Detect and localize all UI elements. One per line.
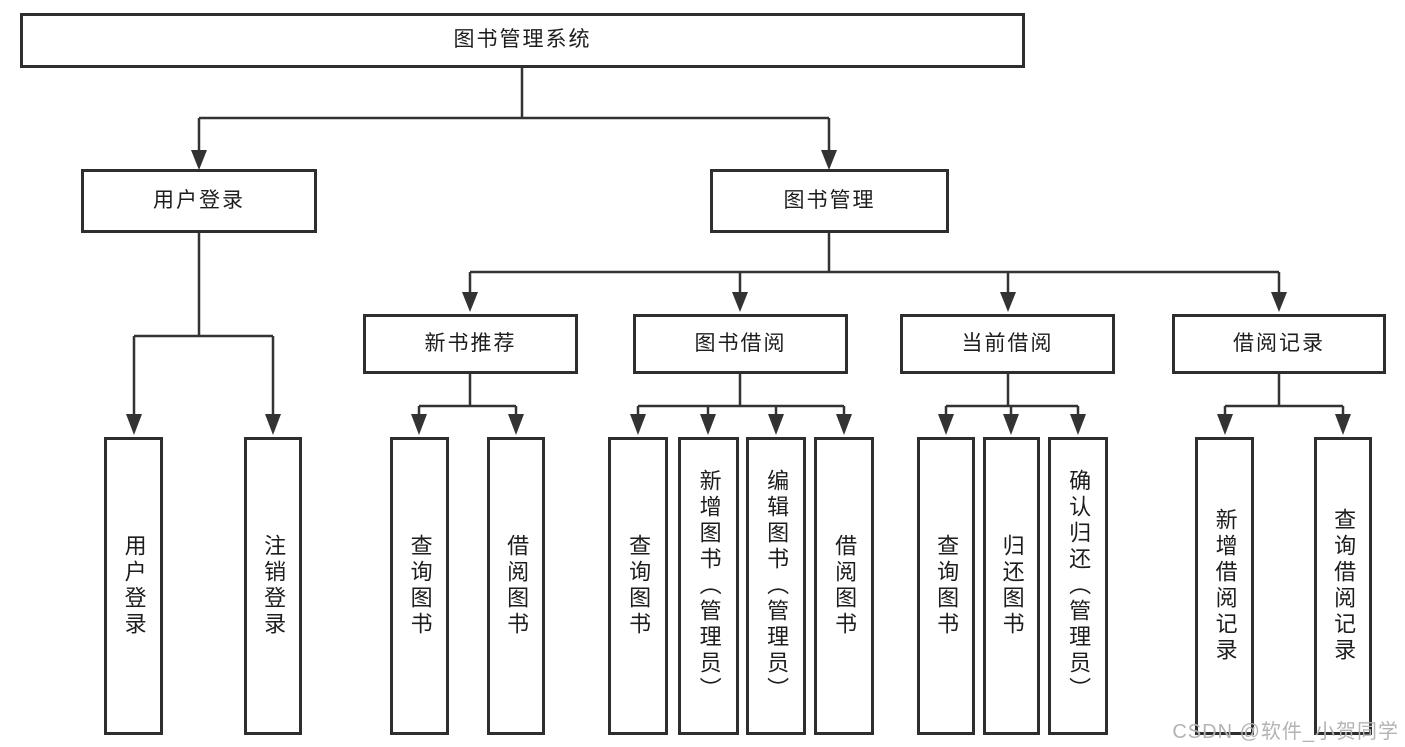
leaf-logout: 注销登录 <box>244 437 302 735</box>
leaf-cb-confirm-return-admin: 确认归还（管理员） <box>1048 437 1108 735</box>
leaf-rec-query-books: 查询图书 <box>390 437 449 735</box>
leaf-bb-borrow-books: 借阅图书 <box>814 437 874 735</box>
leaf-br-query-record: 查询借阅记录 <box>1314 437 1372 735</box>
node-user-login: 用户登录 <box>81 169 317 233</box>
leaf-user-login: 用户登录 <box>104 437 163 735</box>
node-new-book-recommend: 新书推荐 <box>363 314 578 374</box>
csdn-watermark: CSDN @软件_小贺同学 <box>1172 721 1399 743</box>
leaf-rec-borrow-books: 借阅图书 <box>487 437 545 735</box>
node-root-system: 图书管理系统 <box>20 13 1025 68</box>
leaf-cb-query-books: 查询图书 <box>917 437 975 735</box>
node-current-borrowing: 当前借阅 <box>900 314 1115 374</box>
node-borrow-records: 借阅记录 <box>1172 314 1386 374</box>
node-book-borrowing: 图书借阅 <box>633 314 848 374</box>
leaf-bb-edit-books-admin: 编辑图书（管理员） <box>746 437 806 735</box>
leaf-bb-add-books-admin: 新增图书（管理员） <box>678 437 739 735</box>
leaf-br-add-record: 新增借阅记录 <box>1195 437 1254 735</box>
leaf-cb-return-books: 归还图书 <box>983 437 1040 735</box>
node-book-management: 图书管理 <box>710 169 949 233</box>
leaf-bb-query-books: 查询图书 <box>608 437 668 735</box>
